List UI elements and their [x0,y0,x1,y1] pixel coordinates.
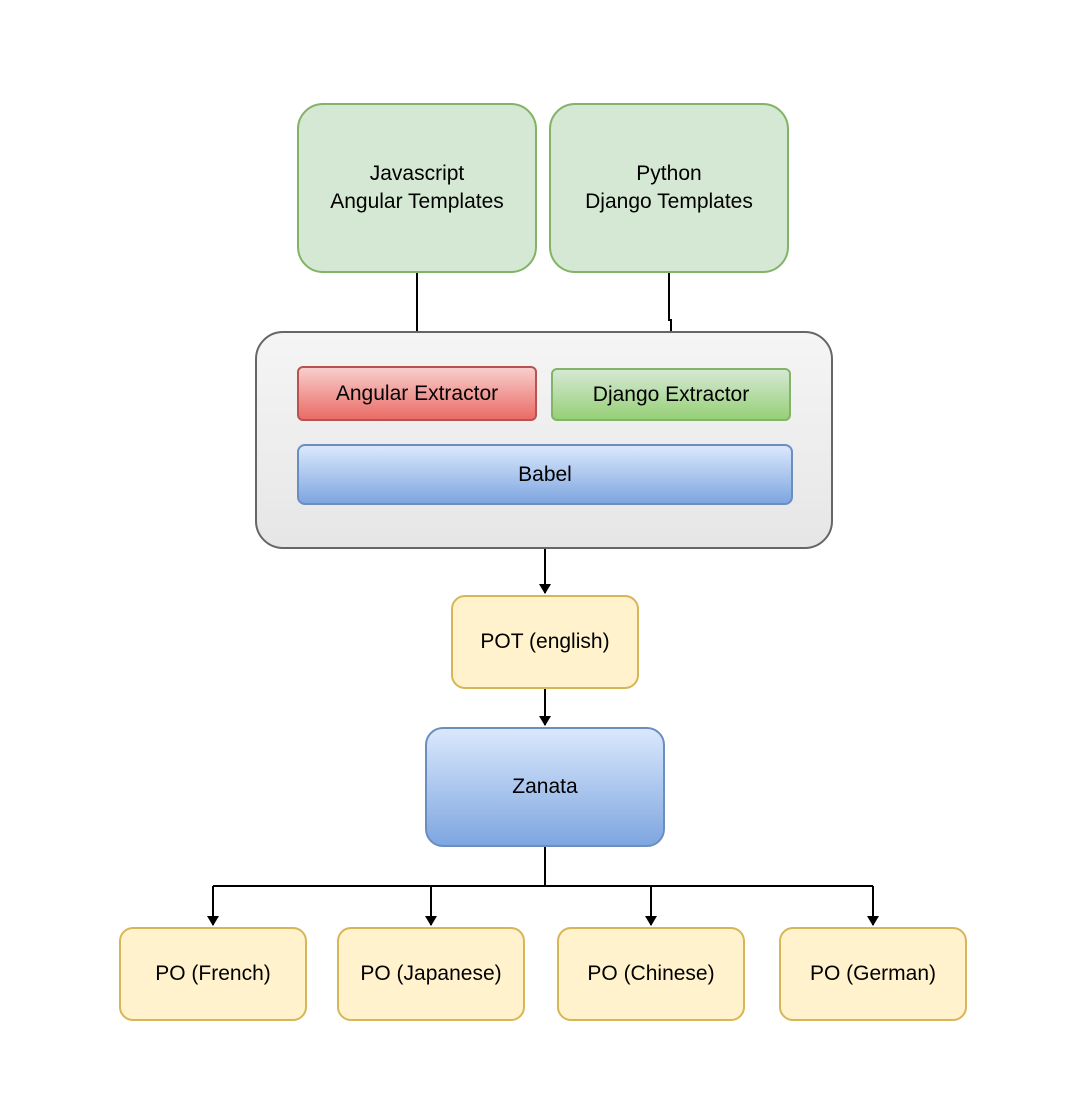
node-label: PO (Chinese) [587,962,715,985]
node-zanata[interactable]: Zanata [425,727,665,847]
node-po-chinese[interactable]: PO (Chinese) [557,927,745,1021]
node-label: Python Django Templates [585,162,753,213]
node-po-german[interactable]: PO (German) [779,927,967,1021]
node-angular-extractor[interactable]: Angular Extractor [297,366,537,421]
node-label: POT (english) [480,630,610,653]
node-label: Babel [518,462,572,486]
node-label: PO (German) [809,962,937,985]
node-label: PO (French) [155,962,271,985]
node-label: Angular Extractor [335,381,499,405]
extraction-group [255,331,833,549]
node-label: PO (Japanese) [360,962,502,985]
node-po-japanese[interactable]: PO (Japanese) [337,927,525,1021]
node-label: Django Extractor [592,382,750,406]
node-babel[interactable]: Babel [297,444,793,505]
node-javascript-angular-templates[interactable]: Javascript Angular Templates [297,103,537,273]
node-po-french[interactable]: PO (French) [119,927,307,1021]
node-python-django-templates[interactable]: Python Django Templates [549,103,789,273]
node-django-extractor[interactable]: Django Extractor [551,368,791,421]
node-label: Zanata [512,775,578,798]
node-pot-english[interactable]: POT (english) [451,595,639,689]
node-label: Javascript Angular Templates [330,162,504,213]
